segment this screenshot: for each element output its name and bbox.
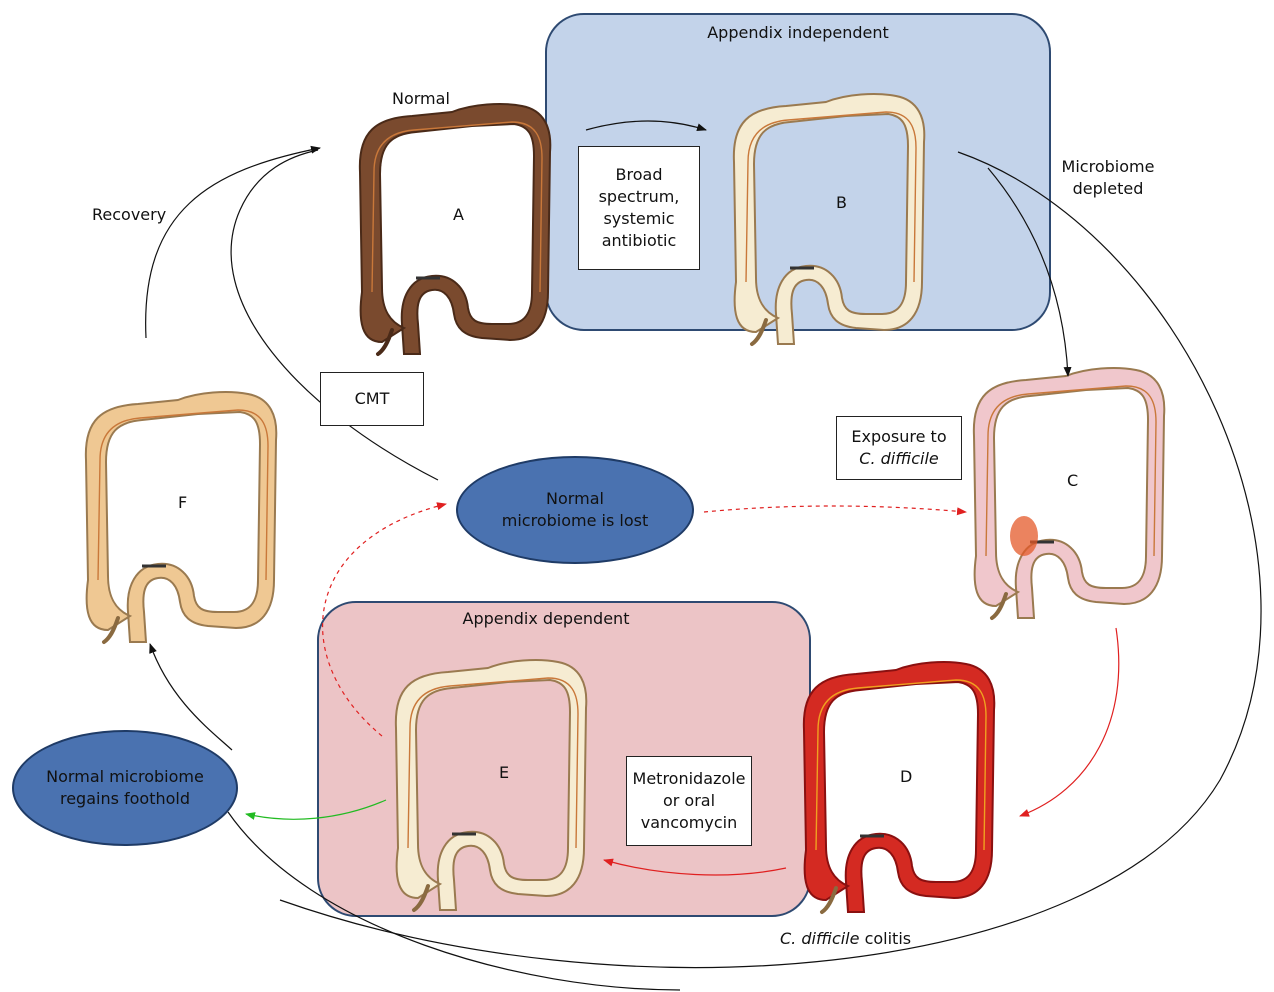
colon-d-taenia bbox=[816, 680, 986, 850]
appendix-independent-title: Appendix independent bbox=[546, 22, 1050, 44]
microbiome-depleted-line1: Microbiome bbox=[1056, 156, 1160, 178]
arrow-lost-to-c bbox=[704, 506, 966, 512]
antibiotic-line4: antibiotic bbox=[602, 230, 677, 252]
colon-c bbox=[974, 368, 1164, 618]
regains-line2: regains foothold bbox=[60, 788, 190, 810]
recovery-label: Recovery bbox=[92, 204, 166, 226]
metronidazole-box: Metronidazole or oral vancomycin bbox=[626, 756, 752, 846]
exposure-line2: C. difficile bbox=[859, 448, 938, 470]
exposure-line1: Exposure to bbox=[851, 426, 946, 448]
normal-microbiome-lost-ellipse: Normal microbiome is lost bbox=[456, 456, 694, 564]
colon-a-body bbox=[360, 104, 550, 354]
colon-f bbox=[86, 392, 276, 642]
colon-c-letter: C bbox=[1067, 470, 1078, 492]
colon-f-letter: F bbox=[178, 492, 187, 514]
antibiotic-line2: spectrum, bbox=[599, 186, 680, 208]
arrow-c-to-d bbox=[1020, 628, 1119, 816]
cdiff-exposure-spot bbox=[1010, 516, 1038, 556]
lost-line2: microbiome is lost bbox=[502, 510, 648, 532]
antibiotic-box: Broad spectrum, systemic antibiotic bbox=[578, 146, 700, 270]
arrow-recovery bbox=[146, 148, 320, 338]
microbiome-depleted-line2: depleted bbox=[1056, 178, 1160, 200]
exposure-box: Exposure to C. difficile bbox=[836, 416, 962, 480]
colon-b-letter: B bbox=[836, 192, 847, 214]
lost-line1: Normal bbox=[546, 488, 604, 510]
metronidazole-line2: or oral bbox=[663, 790, 715, 812]
metronidazole-line3: vancomycin bbox=[641, 812, 737, 834]
colon-c-body bbox=[974, 368, 1164, 618]
appendix-dependent-title: Appendix dependent bbox=[318, 608, 774, 630]
cdiff-colitis-label: C. difficile colitis bbox=[780, 928, 911, 950]
microbiome-depleted-label: Microbiome depleted bbox=[1056, 156, 1160, 200]
cmt-label: CMT bbox=[355, 388, 390, 410]
cmt-box: CMT bbox=[320, 372, 424, 426]
normal-caption: Normal bbox=[392, 88, 450, 110]
colon-f-body bbox=[86, 392, 276, 642]
colon-e-letter: E bbox=[499, 762, 509, 784]
regains-foothold-ellipse: Normal microbiome regains foothold bbox=[12, 730, 238, 846]
cdiff-colitis-italic: C. difficile bbox=[780, 929, 859, 948]
antibiotic-line3: systemic bbox=[603, 208, 674, 230]
regains-line1: Normal microbiome bbox=[46, 766, 204, 788]
colon-a bbox=[360, 104, 550, 354]
colon-d-letter: D bbox=[900, 766, 912, 788]
cdiff-colitis-rest: colitis bbox=[865, 929, 912, 948]
metronidazole-line1: Metronidazole bbox=[633, 768, 746, 790]
antibiotic-line1: Broad bbox=[616, 164, 663, 186]
colon-a-letter: A bbox=[453, 204, 464, 226]
